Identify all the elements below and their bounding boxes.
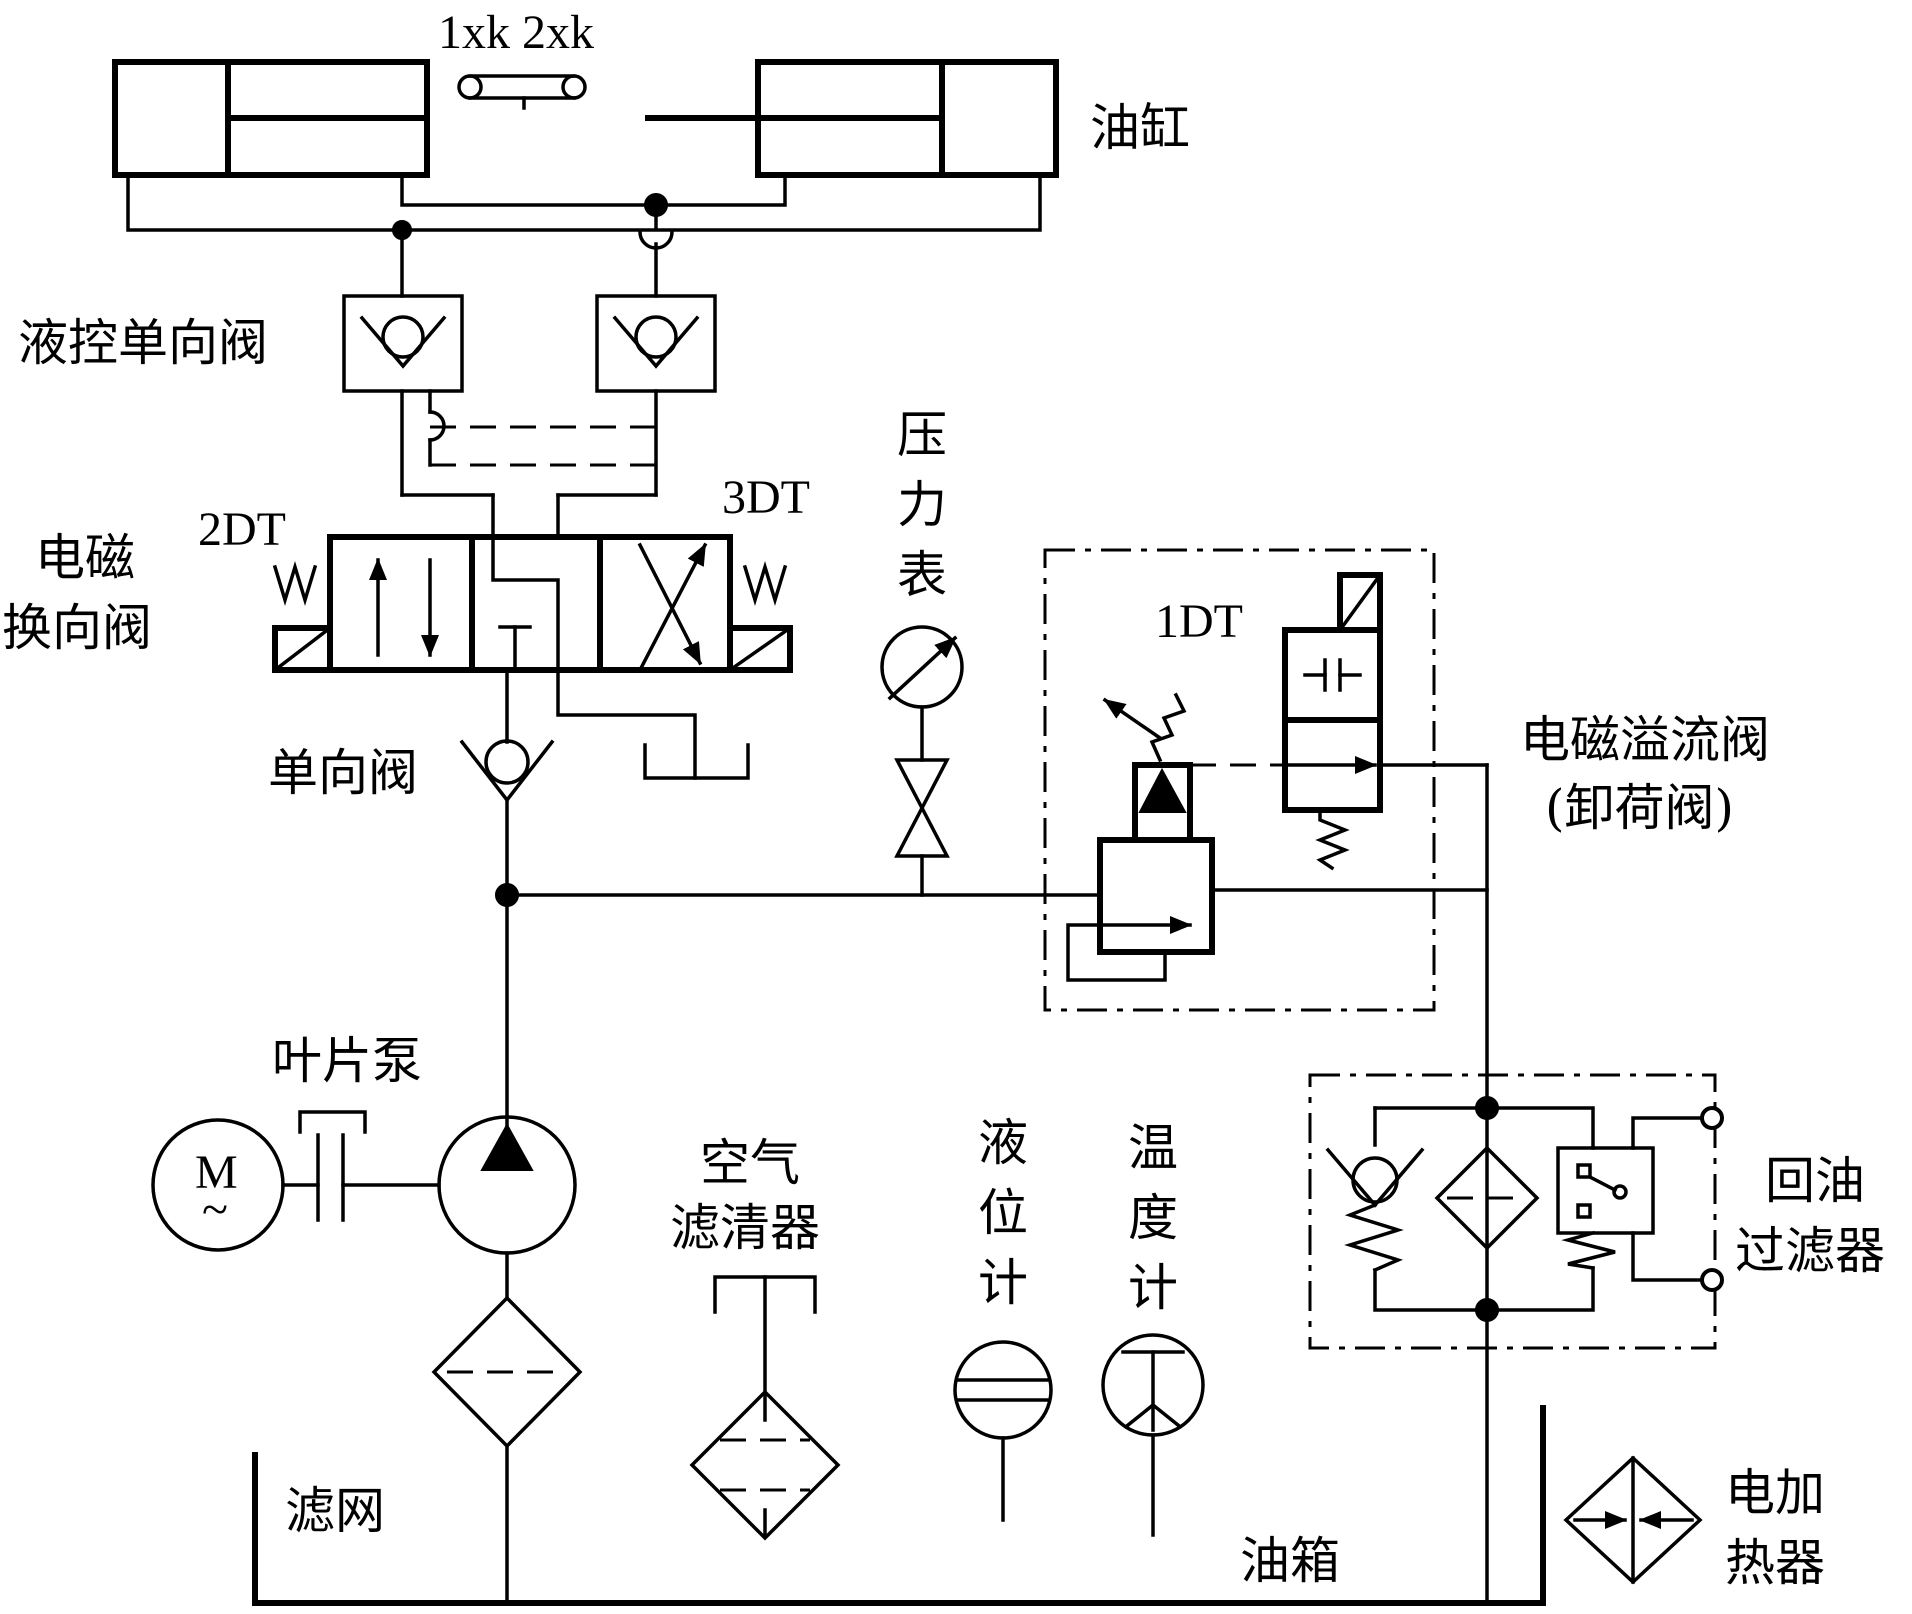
solenoid-3dt-label: 3DT (722, 471, 810, 524)
level-gauge-label-2: 位 (978, 1184, 1028, 1242)
tank-return-symbol (556, 668, 750, 780)
level-gauge-label-3: 计 (978, 1254, 1028, 1312)
pilot-check-valve-right (595, 294, 717, 393)
cylinder-left (112, 59, 430, 178)
thermometer-label-2: 度 (1128, 1189, 1178, 1247)
relief-valve-label-line2: (卸荷阀) (1545, 779, 1734, 837)
directional-valve-label-line1: 电磁 (35, 529, 135, 587)
oil-tank (252, 1405, 1546, 1606)
unloading-solenoid-valve (1282, 572, 1489, 871)
return-filter (1308, 1073, 1724, 1350)
return-filter-label-line2: 过滤器 (1735, 1222, 1885, 1280)
air-filter-label-line2: 滤清器 (670, 1199, 820, 1257)
motor-label: M (195, 1146, 238, 1199)
air-filter (689, 1275, 841, 1541)
motor-ac-label: ~ (202, 1183, 228, 1236)
thermometer-label-3: 计 (1128, 1259, 1178, 1317)
thermometer-label-1: 温 (1128, 1119, 1178, 1177)
relief-valve-label-line1: 电磁溢流阀 (1520, 711, 1770, 769)
solenoid-2dt-actuator (272, 560, 333, 673)
heater-label-line1: 电加 (1725, 1464, 1825, 1522)
level-gauge-label-1: 液 (978, 1114, 1028, 1172)
check-valve (459, 668, 555, 897)
level-gauge (953, 1340, 1053, 1522)
pressure-gauge-label-3: 表 (897, 546, 947, 604)
strainer-label: 滤网 (285, 1482, 385, 1540)
directional-valve-label-line2: 换向阀 (2, 599, 152, 657)
motor (151, 1110, 441, 1252)
limit-switch-label: 1xk 2xk (438, 6, 594, 59)
cylinder-right (645, 59, 1059, 178)
pressure-gauge-label-1: 压 (897, 406, 947, 464)
pilot-check-valve-label: 液控单向阀 (18, 314, 268, 372)
pilot-check-valve-left (342, 294, 464, 393)
pressure-gauge-label-2: 力 (897, 476, 947, 534)
vane-pump-label: 叶片泵 (272, 1032, 422, 1090)
electric-heater (1563, 1455, 1703, 1585)
pressure-gauge (880, 625, 964, 897)
pressure-main-line (495, 763, 1489, 1602)
tank-label: 油箱 (1240, 1532, 1340, 1590)
limit-switch (457, 74, 587, 110)
solenoid-2dt-label: 2DT (198, 503, 286, 556)
heater-label-line2: 热器 (1725, 1534, 1825, 1592)
vane-pump (437, 1115, 577, 1300)
thermometer (1101, 1333, 1205, 1537)
check-valve-label: 单向阀 (268, 744, 418, 802)
solenoid-relief-valve (1043, 548, 1436, 1012)
suction-strainer (431, 1295, 583, 1602)
solenoid-directional-valve (327, 493, 733, 673)
cylinder-label: 油缸 (1090, 99, 1190, 157)
solenoid-3dt-actuator (727, 560, 793, 673)
return-filter-label-line1: 回油 (1765, 1152, 1865, 1210)
pilot-lines (400, 389, 658, 497)
cylinder-piping (126, 173, 1042, 298)
solenoid-1dt-label: 1DT (1155, 595, 1243, 648)
air-filter-label-line1: 空气 (700, 1134, 800, 1192)
